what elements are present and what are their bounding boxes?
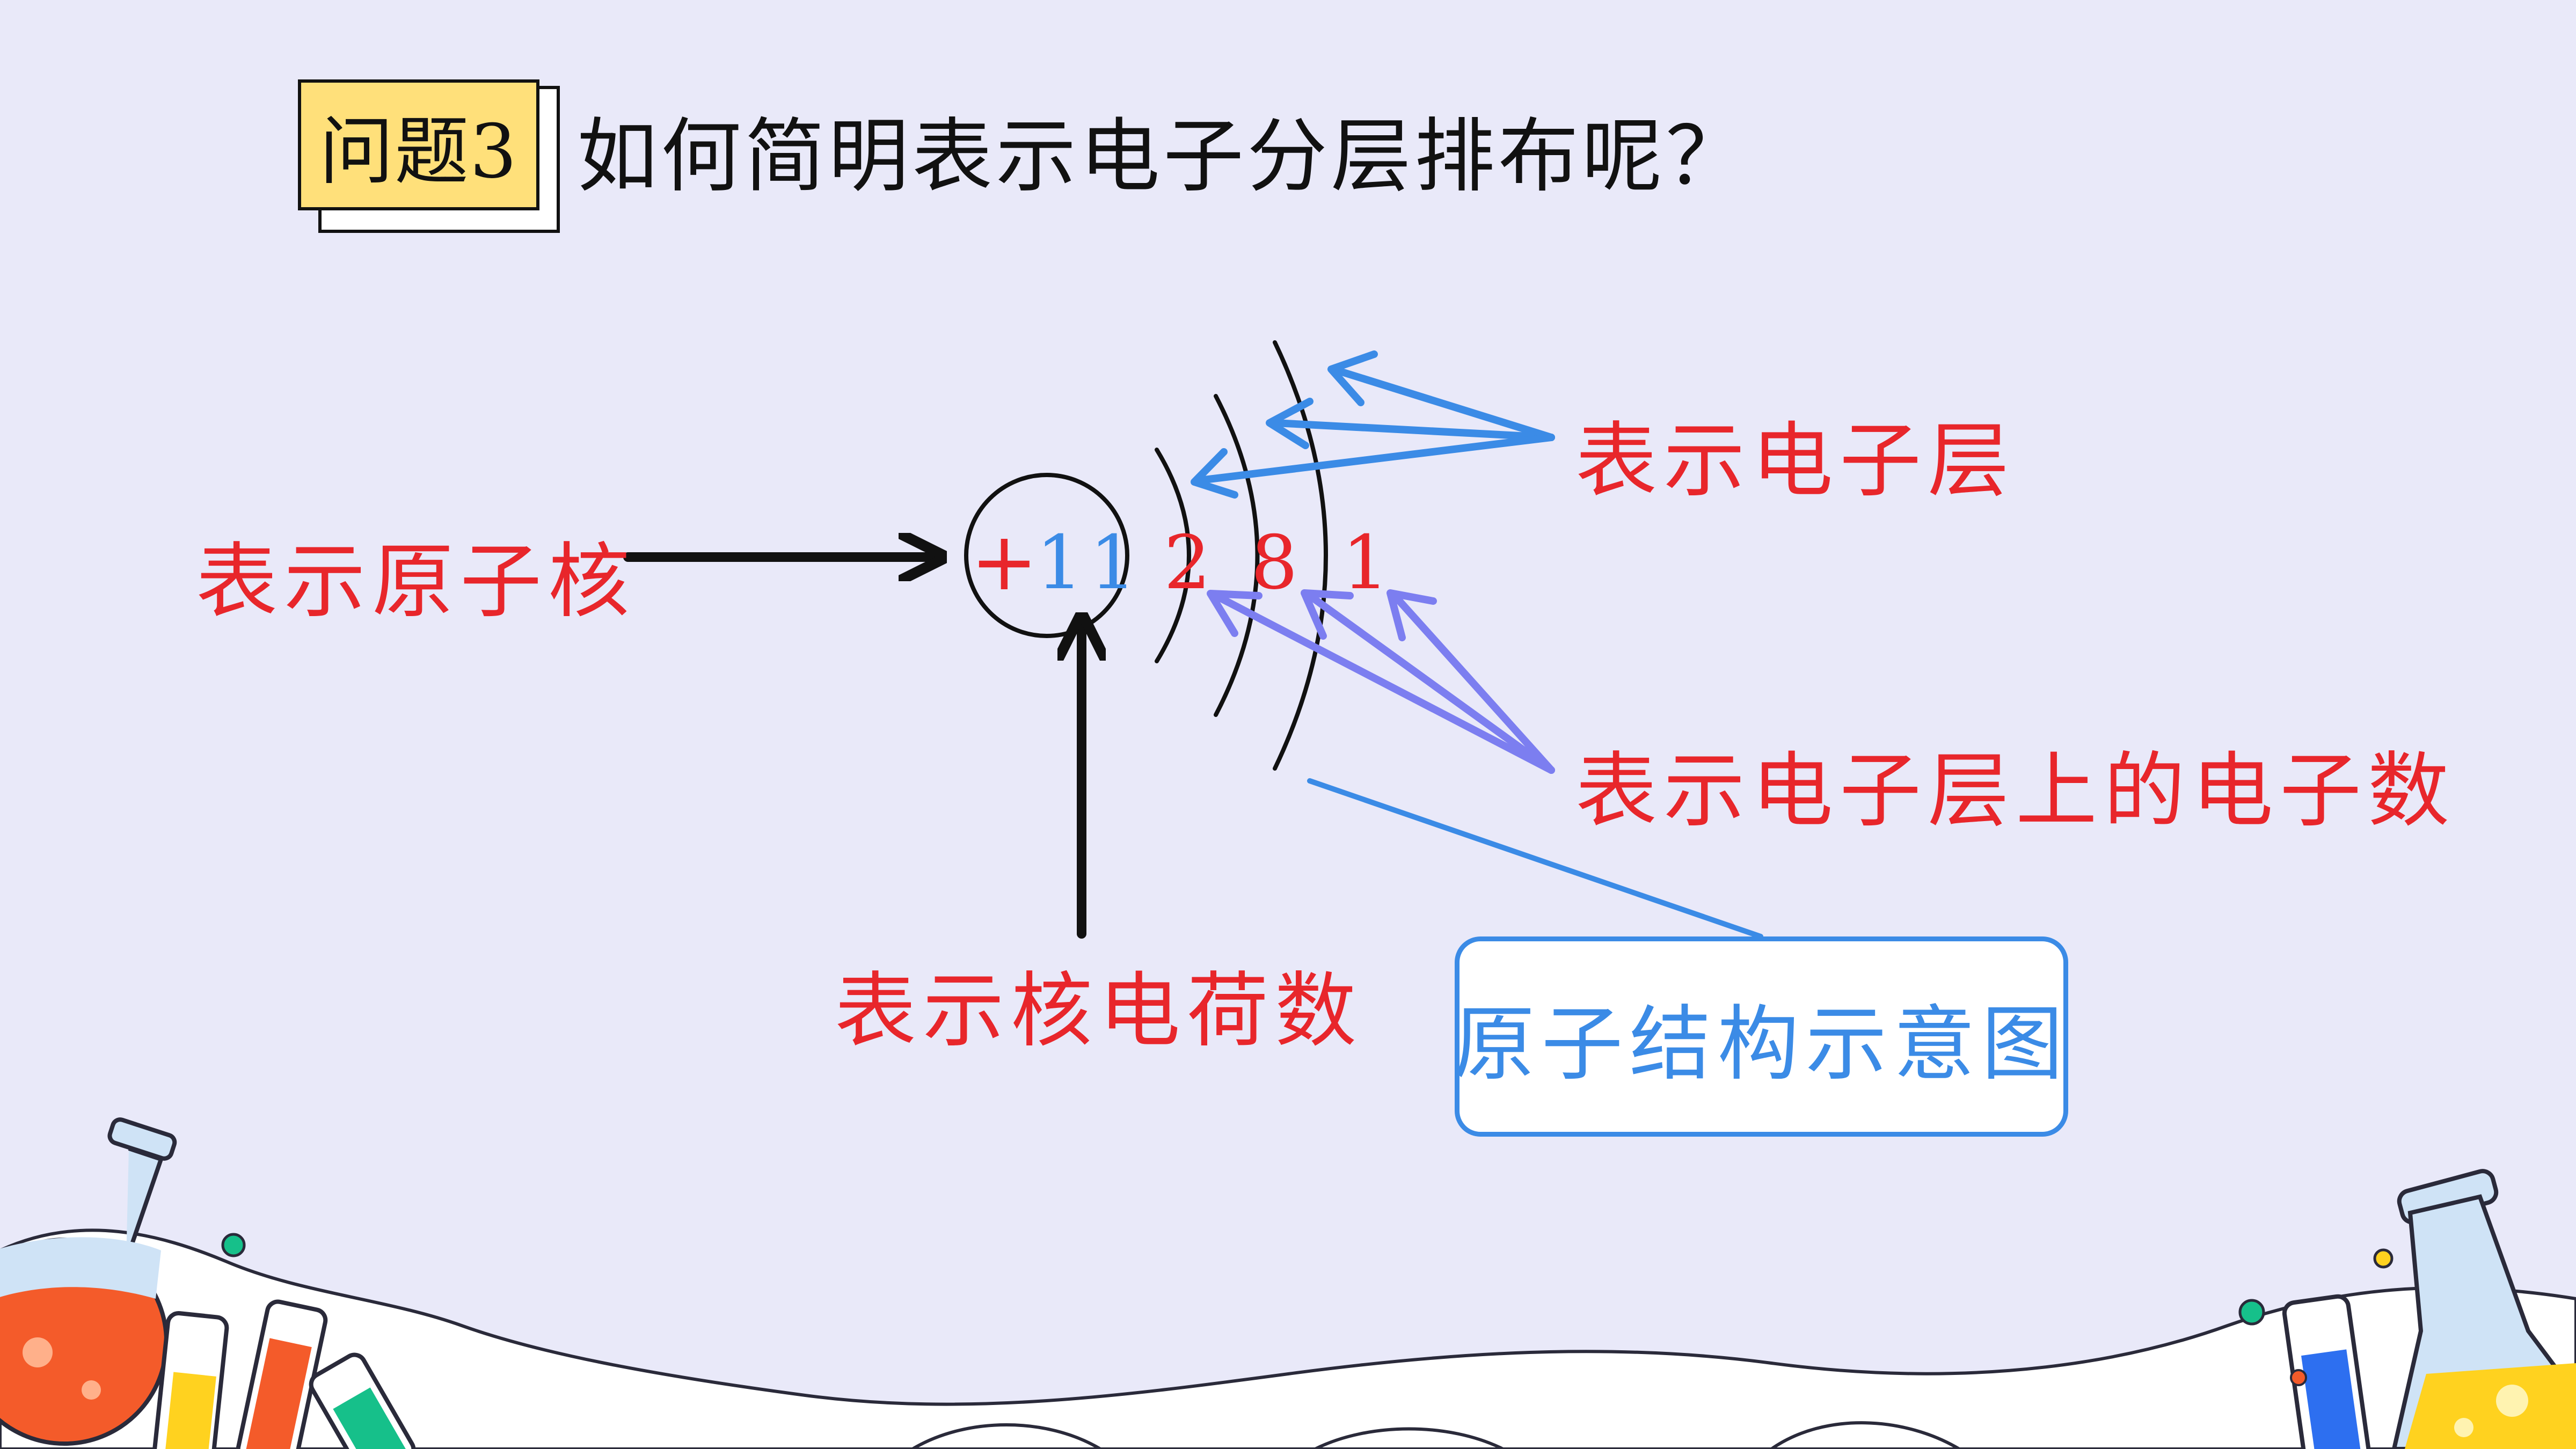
shell-2-electrons: 8	[1251, 519, 1298, 606]
cloud-band	[0, 1228, 2576, 1449]
diagram-pointer-line	[1307, 778, 1763, 939]
question-text: 如何简明表示电子分层排布呢？	[577, 110, 1750, 203]
nucleus-sign: +	[970, 515, 1038, 609]
label-nuclear-charge: 表示核电荷数	[835, 963, 1363, 1058]
diagram-name: 原子结构示意图	[1453, 996, 2070, 1092]
flask-icon	[0, 1117, 177, 1446]
electron-count-arrows	[1207, 589, 1555, 774]
diagram-name-box: 原子结构示意图	[1453, 936, 2070, 1137]
label-shell-electrons: 表示电子层上的电子数	[1575, 743, 2456, 838]
label-shells: 表示电子层	[1575, 413, 2016, 508]
beaker-icon	[2391, 1169, 2576, 1449]
shell-1-electrons: 2	[1164, 519, 1211, 606]
test-tube-icon	[152, 1299, 416, 1449]
nucleus-circle	[964, 473, 1129, 638]
label-nucleus: 表示原子核	[196, 534, 636, 629]
shell-3-electrons: 1	[1342, 519, 1389, 606]
nuclear-charge-number: 11	[1036, 519, 1143, 606]
shell-arrows	[1191, 350, 1555, 499]
question-badge: 问题3	[298, 79, 539, 210]
test-tube-icon	[2282, 1294, 2372, 1449]
